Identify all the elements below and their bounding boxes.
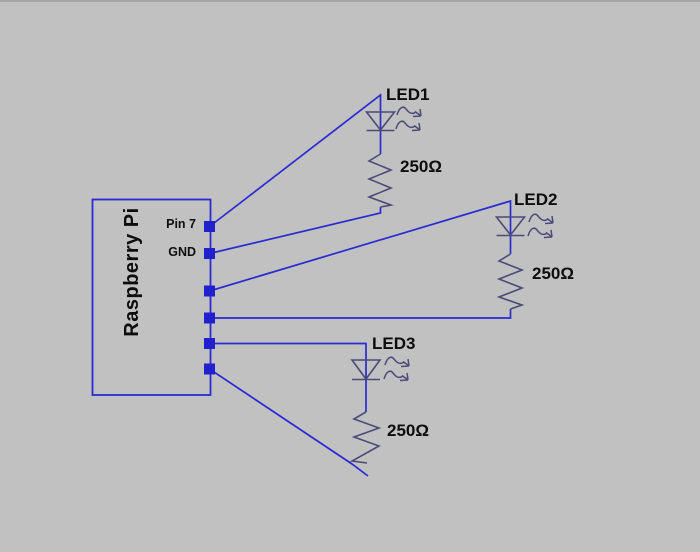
led1-light-arrow-icon: [395, 120, 421, 132]
wire-resistor2-to-pin4: [209, 309, 512, 319]
led2-label: LED2: [514, 190, 558, 209]
led1-light-arrow-icon: [396, 106, 422, 118]
wire-resistor1-to-gnd: [209, 207, 382, 255]
pin-square-3: [204, 285, 215, 297]
led3-diode-triangle-icon: [350, 359, 382, 381]
led1-symbol: [364, 106, 422, 132]
led1-label: LED1: [386, 85, 430, 104]
gnd-label: GND: [168, 244, 196, 259]
pin-square-4: [204, 312, 215, 324]
resistor2-value: 250Ω: [532, 264, 574, 283]
led3-light-arrow-icon: [383, 370, 409, 382]
gpio-pins: [204, 221, 215, 375]
pin-square-5: [204, 338, 215, 349]
pin-square-gnd: [204, 248, 215, 259]
wire-pin6-to-resistor3: [209, 368, 369, 477]
pin-square-pin7: [204, 221, 215, 232]
wire-pin7-to-led1: [208, 93, 382, 228]
led2-light-arrow-icon: [528, 213, 554, 225]
resistor3-zigzag-icon: [349, 411, 382, 464]
resistor1-zigzag-icon: [366, 153, 395, 208]
raspberry-pi-board-outline: [91, 198, 212, 396]
led2-diode-triangle-icon: [494, 216, 527, 237]
wire-pin3-to-led2: [209, 199, 512, 292]
led3-light-arrow-icon: [384, 356, 410, 368]
resistor1-value: 250Ω: [400, 157, 442, 176]
led2-light-arrow-icon: [527, 227, 553, 239]
led3-symbol: [350, 356, 410, 382]
wire-pin5-to-led3: [209, 342, 367, 412]
resistor2-zigzag-icon: [496, 253, 525, 310]
led3-label: LED3: [372, 334, 416, 353]
led2-symbol: [494, 213, 554, 239]
led1-diode-triangle-icon: [364, 111, 397, 132]
pin7-label: Pin 7: [166, 217, 196, 231]
pin-square-6: [204, 363, 215, 375]
resistor3-value: 250Ω: [387, 421, 429, 440]
